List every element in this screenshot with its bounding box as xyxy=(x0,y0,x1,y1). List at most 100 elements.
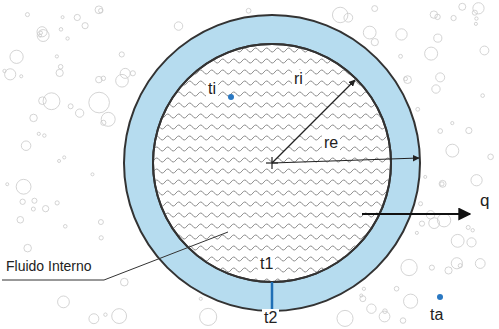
bubble xyxy=(419,221,424,226)
bubble xyxy=(435,14,440,19)
bubble xyxy=(10,50,23,63)
bubble xyxy=(246,8,251,13)
bubble xyxy=(466,225,470,229)
bubble xyxy=(32,198,37,203)
bubble xyxy=(17,216,24,223)
bubble xyxy=(367,304,376,313)
bubble xyxy=(63,156,66,159)
bubble xyxy=(101,112,115,126)
bubble xyxy=(472,10,477,15)
bubble xyxy=(58,296,70,308)
bubble xyxy=(119,52,124,57)
bubble xyxy=(437,214,450,227)
bubble xyxy=(473,3,484,14)
bubble xyxy=(404,294,418,308)
bubble xyxy=(459,3,466,10)
bubble xyxy=(471,229,474,232)
bubble xyxy=(466,127,472,133)
bubble xyxy=(332,7,347,22)
bubble xyxy=(434,34,442,42)
bubble xyxy=(55,201,59,205)
bubble xyxy=(440,182,444,186)
bubble xyxy=(112,309,127,324)
temperature-label: ti xyxy=(206,80,218,98)
bubble xyxy=(116,74,129,87)
bubble xyxy=(439,180,446,187)
bubble xyxy=(6,183,9,186)
bubble xyxy=(445,267,452,274)
bubble xyxy=(89,92,110,113)
bubble xyxy=(39,97,47,105)
bubble xyxy=(480,46,489,55)
heat-flow-label: q xyxy=(478,192,491,211)
bubble xyxy=(91,173,94,176)
bubble xyxy=(379,311,390,322)
fluid-label: Fluido Interno xyxy=(4,259,94,274)
bubble xyxy=(481,94,485,98)
bubble xyxy=(30,114,37,121)
bubble xyxy=(98,220,103,225)
temperature-label: ta xyxy=(428,306,445,324)
temperature-label: t1 xyxy=(258,255,275,273)
bubble xyxy=(95,6,103,14)
bubble xyxy=(360,296,366,302)
bubble xyxy=(75,109,83,117)
bubble xyxy=(371,39,378,46)
bubble xyxy=(25,13,29,17)
bubble xyxy=(471,175,482,186)
bubble xyxy=(451,121,454,124)
bubble xyxy=(68,104,73,109)
temperature-point xyxy=(228,94,234,100)
bubble xyxy=(104,313,107,316)
bubble xyxy=(63,225,67,229)
bubble xyxy=(475,17,478,20)
bubble xyxy=(130,71,135,76)
bubble xyxy=(404,76,412,84)
bubble xyxy=(43,93,60,110)
bubble xyxy=(89,314,99,324)
bubble xyxy=(432,85,440,93)
bubble xyxy=(419,202,423,206)
radius-label: ri xyxy=(292,70,305,88)
bubble xyxy=(59,28,63,32)
outer-radius-arrow xyxy=(272,158,419,163)
bubble xyxy=(475,259,485,269)
bubble xyxy=(16,179,31,194)
bubble xyxy=(446,144,459,157)
bubble xyxy=(37,27,47,37)
bubble xyxy=(436,73,445,82)
bubble xyxy=(401,259,417,275)
bubble xyxy=(99,236,103,240)
bubble xyxy=(396,29,407,40)
bubble xyxy=(416,107,420,111)
bubble xyxy=(424,175,427,178)
bubble xyxy=(82,23,88,29)
pipe-wall xyxy=(124,15,420,311)
bubble xyxy=(337,310,353,326)
bubble xyxy=(24,244,32,252)
bubble xyxy=(21,141,31,151)
temperature-point xyxy=(437,294,443,300)
bubble xyxy=(66,37,69,40)
bubble xyxy=(372,6,378,12)
bubble xyxy=(58,64,63,69)
heat-flow-arrow xyxy=(362,213,470,215)
bubble xyxy=(42,205,48,211)
bubble xyxy=(20,75,23,78)
bubble xyxy=(362,287,365,290)
bubble xyxy=(200,308,217,325)
bubble xyxy=(74,14,80,20)
leader-line xyxy=(2,232,228,280)
radius-label: re xyxy=(322,134,340,152)
bubble xyxy=(488,154,494,160)
bubble xyxy=(20,199,25,204)
ambient-bubbles xyxy=(3,3,494,327)
bubble xyxy=(199,297,202,300)
bubble xyxy=(415,231,418,234)
bubble xyxy=(55,55,58,58)
temperature-label: t2 xyxy=(262,309,279,327)
bubble xyxy=(404,77,408,81)
bubble xyxy=(61,16,64,19)
bubble xyxy=(31,207,35,211)
